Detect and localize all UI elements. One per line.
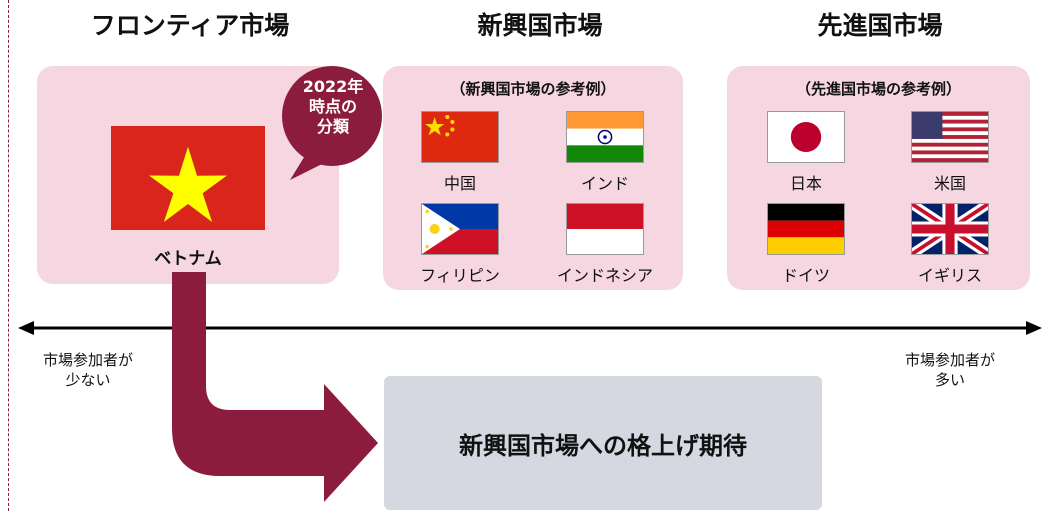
japan-label: 日本 [789, 174, 822, 193]
left-dashed-border [8, 0, 9, 511]
japan-flag [767, 111, 845, 163]
indonesia-label: インドネシア [556, 266, 653, 285]
china-label: 中国 [443, 174, 476, 193]
header-frontier: フロンティア市場 [90, 11, 290, 40]
header-developed: 先進国市場 [817, 11, 943, 40]
india-label: インド [580, 174, 629, 193]
badge-label: 2022年 時点の 分類 [302, 77, 364, 136]
vietnam-flag [111, 126, 265, 230]
axis-left-label: 市場参加者が 少ない [42, 351, 133, 389]
uk-label: イギリス [917, 266, 982, 285]
header-emerging: 新興国市場 [477, 11, 603, 40]
germany-label: ドイツ [781, 266, 830, 285]
philippines-label: フィリピン [420, 266, 500, 285]
usa-label: 米国 [933, 174, 966, 193]
uk-flag [911, 203, 989, 255]
philippines-flag [421, 203, 499, 255]
germany-flag [767, 203, 845, 255]
usa-flag [911, 111, 989, 163]
china-flag [421, 111, 499, 163]
india-flag [566, 111, 644, 163]
classification-badge [282, 66, 382, 180]
upgrade-expectation-box: 新興国市場への格上げ期待 [384, 376, 822, 510]
vietnam-label: ベトナム [154, 249, 222, 269]
developed-subtitle: （先進国市場の参考例） [795, 80, 961, 98]
emerging-subtitle: （新興国市場の参考例） [450, 80, 616, 98]
indonesia-flag [566, 203, 644, 255]
axis-right-label: 市場参加者が 多い [904, 351, 995, 389]
